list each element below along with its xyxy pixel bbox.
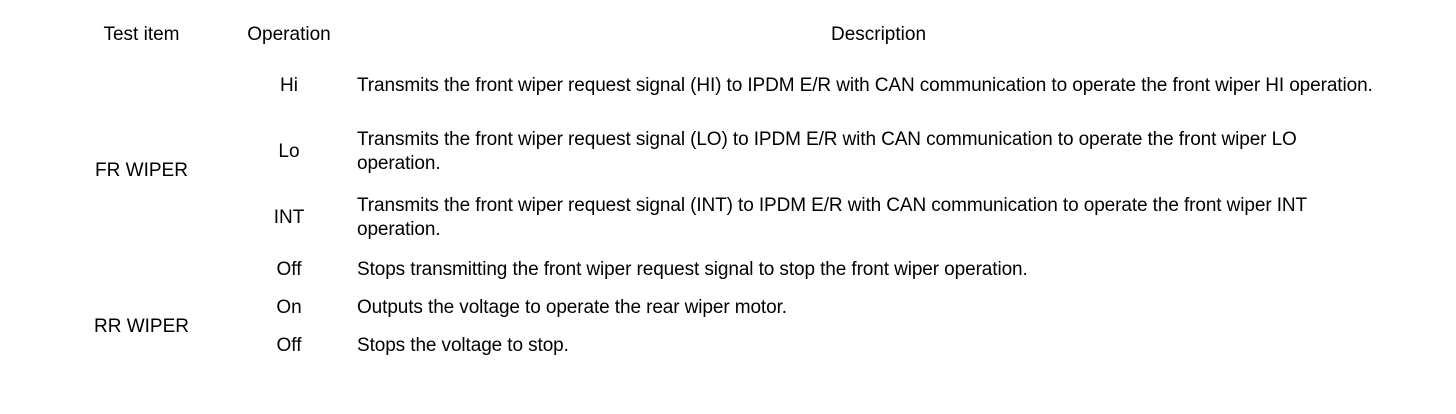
- wiper-active-test-table: Test item Operation Description FR WIPER…: [62, 17, 1400, 365]
- operation-cell: Hi: [280, 75, 298, 97]
- column-header-description: Description: [830, 24, 927, 46]
- operation-cell: On: [276, 297, 302, 319]
- operation-cell: INT: [273, 207, 305, 229]
- description-text: Transmits the front wiper request signal…: [357, 75, 1373, 97]
- description-cell: Outputs the voltage to operate the rear …: [357, 289, 1400, 327]
- column-header-operation: Operation: [247, 24, 331, 46]
- column-header-test-item: Test item: [103, 24, 180, 46]
- operation-cell: Lo: [278, 141, 300, 163]
- description-cell: Transmits the front wiper request signal…: [357, 185, 1400, 251]
- test-item-fr-wiper: FR WIPER: [95, 160, 188, 182]
- description-cell: Stops transmitting the front wiper reque…: [357, 251, 1400, 289]
- description-text: Stops the voltage to stop.: [357, 335, 569, 357]
- table-row: Off Stops transmitting the front wiper r…: [62, 251, 1400, 289]
- table-row: RR WIPER On Outputs the voltage to opera…: [62, 289, 1400, 337]
- description-text: Outputs the voltage to operate the rear …: [357, 297, 787, 319]
- table-row: Lo Transmits the front wiper request sig…: [62, 119, 1400, 185]
- description-text: Stops transmitting the front wiper reque…: [357, 259, 1028, 281]
- test-item-rr-wiper: RR WIPER: [94, 316, 189, 338]
- table-row: FR WIPER Hi Transmits the front wiper re…: [62, 53, 1400, 181]
- table-body: FR WIPER Hi Transmits the front wiper re…: [62, 53, 1400, 365]
- table-row: Off Stops the voltage to stop.: [62, 327, 1400, 365]
- table-row: INT Transmits the front wiper request si…: [62, 185, 1400, 251]
- description-cell: Stops the voltage to stop.: [357, 327, 1400, 365]
- operation-cell: Off: [276, 259, 302, 281]
- header-row: Test item Operation Description: [62, 17, 1400, 53]
- description-text: Transmits the front wiper request signal…: [357, 129, 1297, 174]
- description-cell: Transmits the front wiper request signal…: [357, 53, 1400, 119]
- description-text: Transmits the front wiper request signal…: [357, 195, 1307, 240]
- operation-cell: Off: [276, 335, 302, 357]
- table-header: Test item Operation Description: [62, 17, 1400, 53]
- description-cell: Transmits the front wiper request signal…: [357, 119, 1400, 185]
